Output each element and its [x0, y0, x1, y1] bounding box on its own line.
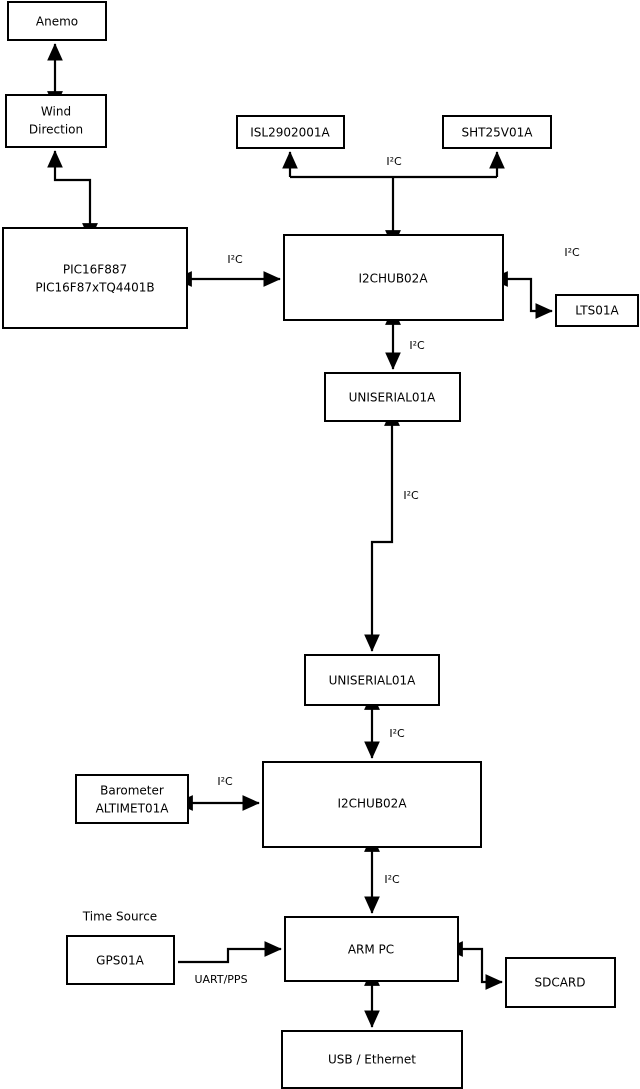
node-isl2902001a-box[interactable] — [236, 115, 345, 149]
node-arm-pc[interactable]: ARM PC — [284, 916, 459, 982]
node-sdcard-box[interactable] — [505, 957, 616, 1008]
node-lts01a-label: LTS01A — [575, 304, 619, 318]
node-usb-ethernet-label: USB / Ethernet — [328, 1053, 416, 1067]
node-arm-pc-box[interactable] — [284, 916, 459, 982]
edge-label-i2c-sensors: I²C — [386, 155, 402, 168]
node-barometer-altimet01a-box[interactable] — [75, 774, 189, 824]
node-anemo-box[interactable] — [7, 1, 107, 41]
node-i2chub02a-top-box[interactable] — [283, 234, 504, 321]
node-pic-microcontroller-box[interactable] — [2, 227, 188, 329]
node-sdcard[interactable]: SDCARD — [505, 957, 616, 1008]
node-isl2902001a[interactable]: ISL2902001A — [236, 115, 345, 149]
node-uniserial01a-top-label: UNISERIAL01A — [349, 391, 437, 405]
edge-label-i2c-lts: I²C — [564, 246, 580, 259]
edge-label-uart-pps: UART/PPS — [194, 973, 247, 986]
node-pic-label-line1: PIC16F887 — [63, 263, 127, 277]
node-pic-label-line2: PIC16F87xTQ4401B — [35, 281, 154, 295]
node-sdcard-label: SDCARD — [534, 976, 585, 990]
node-sht25v01a-box[interactable] — [442, 115, 552, 149]
node-i2chub02a-bottom-box[interactable] — [262, 761, 482, 848]
node-uniserial01a-top-box[interactable] — [324, 372, 461, 422]
node-anemo-label: Anemo — [36, 15, 78, 29]
node-i2chub02a-top[interactable]: I2CHUB02A — [283, 234, 504, 321]
connector-hub-top-to-lts — [490, 271, 553, 319]
edge-label-i2c-uniserial-hub-bottom: I²C — [389, 727, 405, 740]
label-time-source: Time Source — [82, 910, 157, 924]
node-usb-ethernet-box[interactable] — [281, 1030, 463, 1089]
node-wind-direction-box[interactable] — [5, 94, 107, 148]
node-barometer-altimet01a[interactable]: Barometer ALTIMET01A — [75, 774, 189, 824]
node-gps01a-box[interactable] — [66, 935, 175, 985]
node-barometer-label-line2: ALTIMET01A — [96, 802, 170, 816]
node-uniserial01a-top[interactable]: UNISERIAL01A — [324, 372, 461, 422]
node-wind-direction-label-line2: Direction — [29, 123, 83, 137]
node-gps01a[interactable]: GPS01A — [66, 935, 175, 985]
edge-label-i2c-uniserial-link: I²C — [403, 489, 419, 502]
node-arm-pc-label: ARM PC — [348, 943, 394, 957]
node-wind-direction-label-line1: Wind — [41, 105, 71, 119]
node-lts01a[interactable]: LTS01A — [555, 294, 639, 327]
node-i2chub02a-bottom-label: I2CHUB02A — [337, 797, 407, 811]
node-uniserial01a-bottom[interactable]: UNISERIAL01A — [304, 654, 440, 706]
node-sht25v01a[interactable]: SHT25V01A — [442, 115, 552, 149]
edge-label-i2c-hub-uniserial: I²C — [409, 339, 425, 352]
node-anemo[interactable]: Anemo — [7, 1, 107, 41]
node-gps01a-label: GPS01A — [96, 954, 144, 968]
edge-label-i2c-pic-hub: I²C — [227, 253, 243, 266]
edge-label-i2c-hub-armpc: I²C — [384, 873, 400, 886]
node-uniserial01a-bottom-label: UNISERIAL01A — [329, 674, 417, 688]
node-usb-ethernet[interactable]: USB / Ethernet — [281, 1030, 463, 1089]
node-pic-microcontroller[interactable]: PIC16F887 PIC16F87xTQ4401B — [2, 227, 188, 329]
node-isl2902001a-label: ISL2902001A — [250, 126, 330, 140]
connector-armpc-to-sdcard — [445, 941, 503, 990]
connector-uniserial-top-to-uniserial-bottom — [364, 408, 400, 652]
node-i2chub02a-bottom[interactable]: I2CHUB02A — [262, 761, 482, 848]
node-sht25v01a-label: SHT25V01A — [462, 126, 534, 140]
node-wind-direction[interactable]: Wind Direction — [5, 94, 107, 148]
edge-label-i2c-barometer: I²C — [217, 775, 233, 788]
node-barometer-label-line1: Barometer — [100, 784, 164, 798]
node-i2chub02a-top-label: I2CHUB02A — [358, 272, 428, 286]
connector-gps-to-armpc — [178, 941, 282, 964]
node-lts01a-box[interactable] — [555, 294, 639, 327]
connector-pic-to-wind — [47, 150, 98, 241]
node-uniserial01a-bottom-box[interactable] — [304, 654, 440, 706]
